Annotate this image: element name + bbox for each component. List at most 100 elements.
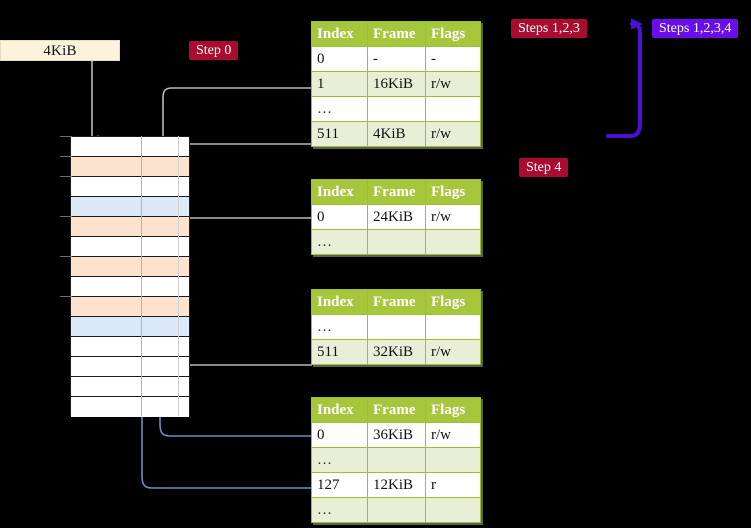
wire-l2-to-grid xyxy=(177,312,312,366)
memory-tick xyxy=(60,176,72,177)
memory-tick xyxy=(60,216,72,217)
table-cell-index: 0 xyxy=(311,204,368,230)
memory-tick xyxy=(60,156,72,157)
badge-steps-1-2-3-text: Steps 1,2,3 xyxy=(518,21,580,36)
table-cell-index: … xyxy=(311,314,368,340)
memory-frame-row xyxy=(71,237,189,257)
memory-column-divider xyxy=(178,136,179,416)
memory-frame-row xyxy=(71,257,189,277)
memory-tick xyxy=(60,256,72,257)
wire-violet-loop xyxy=(606,18,643,138)
table-cell-flags xyxy=(425,447,481,473)
table-cell-index: 0 xyxy=(311,46,368,72)
badge-step-4: Step 4 xyxy=(519,158,569,177)
table-cell-index: 511 xyxy=(311,339,368,365)
table-cell-flags: r xyxy=(425,472,481,498)
table-cell-frame: 4KiB xyxy=(367,121,426,147)
table-cell-flags xyxy=(425,229,481,255)
column-header-flags: Flags xyxy=(425,179,481,205)
table-cell-flags: r/w xyxy=(425,422,481,448)
table-cell-frame xyxy=(367,447,426,473)
column-header-index: Index xyxy=(311,179,368,205)
column-header-flags: Flags xyxy=(425,289,481,315)
table-cell-flags: r/w xyxy=(425,339,481,365)
table-cell-index: … xyxy=(311,447,368,473)
memory-frame-row xyxy=(71,377,189,397)
table-cell-frame: 24KiB xyxy=(367,204,426,230)
column-header-index: Index xyxy=(311,21,368,47)
badge-steps-1-2-3-4: Steps 1,2,3,4 xyxy=(652,19,739,38)
badge-steps-1-2-3-4-text: Steps 1,2,3,4 xyxy=(659,21,732,36)
table-cell-index: … xyxy=(311,497,368,523)
badge-steps-1-2-3: Steps 1,2,3 xyxy=(511,19,587,38)
column-header-flags: Flags xyxy=(425,21,481,47)
table-cell-frame xyxy=(367,96,426,122)
table-cell-flags: - xyxy=(425,46,481,72)
table-cell-frame xyxy=(367,497,426,523)
badge-step-0-text: Step 0 xyxy=(196,43,232,58)
table-row: … xyxy=(311,229,481,255)
memory-frame-row xyxy=(71,137,189,157)
table-cell-flags: r/w xyxy=(425,204,481,230)
table-cell-index: … xyxy=(311,229,368,255)
memory-frame-row xyxy=(71,277,189,297)
column-header-frame: Frame xyxy=(367,179,426,205)
physical-memory-column xyxy=(70,136,190,417)
table-cell-frame: - xyxy=(367,46,426,72)
memory-frame-row xyxy=(71,217,189,237)
memory-frame-row xyxy=(71,297,189,317)
memory-tick xyxy=(60,296,72,297)
badge-step-0: Step 0 xyxy=(189,41,239,60)
memory-tick xyxy=(60,136,72,137)
memory-frame-row xyxy=(71,337,189,357)
column-header-frame: Frame xyxy=(367,397,426,423)
memory-frame-row xyxy=(71,157,189,177)
wire-l3-to-grid xyxy=(177,217,312,260)
table-cell-flags xyxy=(425,497,481,523)
table-cell-frame: 36KiB xyxy=(367,422,426,448)
table-cell-flags: r/w xyxy=(425,121,481,147)
table-cell-flags xyxy=(425,96,481,122)
table-cell-index: 0 xyxy=(311,422,368,448)
table-row: 0-- xyxy=(311,46,481,72)
column-header-flags: Flags xyxy=(425,397,481,423)
column-header-frame: Frame xyxy=(367,21,426,47)
memory-column-divider xyxy=(141,136,142,416)
table-cell-index: 1 xyxy=(311,71,368,97)
table-cell-index: … xyxy=(311,96,368,122)
table-cell-index: 511 xyxy=(311,121,368,147)
table-cell-frame: 12KiB xyxy=(367,472,426,498)
size-label-4kib: 4KiB xyxy=(0,40,120,61)
table-row: … xyxy=(311,314,481,340)
table-cell-flags xyxy=(425,314,481,340)
column-header-index: Index xyxy=(311,289,368,315)
table-row: … xyxy=(311,96,481,122)
size-label-text: 4KiB xyxy=(43,43,77,59)
column-header-frame: Frame xyxy=(367,289,426,315)
table-cell-flags: r/w xyxy=(425,71,481,97)
memory-frame-row xyxy=(71,317,189,337)
table-row: … xyxy=(311,447,481,473)
memory-frame-row xyxy=(71,177,189,197)
memory-frame-row xyxy=(71,357,189,377)
table-cell-frame: 32KiB xyxy=(367,339,426,365)
table-cell-frame xyxy=(367,229,426,255)
memory-frame-row xyxy=(71,397,189,417)
column-header-index: Index xyxy=(311,397,368,423)
table-cell-frame: 16KiB xyxy=(367,71,426,97)
